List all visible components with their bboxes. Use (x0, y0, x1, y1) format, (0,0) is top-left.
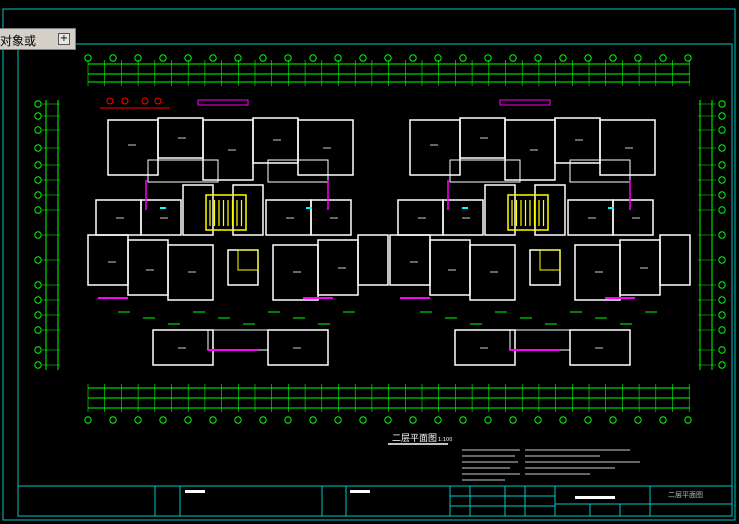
command-tab-label: 对象或 (0, 34, 37, 48)
sheet-title: 二层平面图 (668, 491, 703, 499)
command-tab[interactable]: 对象或 + (0, 28, 76, 50)
inner-frame (17, 43, 733, 517)
title-block (18, 485, 732, 516)
expand-icon[interactable]: + (58, 33, 70, 45)
design-notes (462, 449, 640, 481)
outer-frame (2, 8, 736, 521)
floor-plan (34, 54, 726, 424)
drawing-scale: 1:100 (438, 437, 452, 443)
drawing-title: 二层平面图 (392, 433, 437, 444)
